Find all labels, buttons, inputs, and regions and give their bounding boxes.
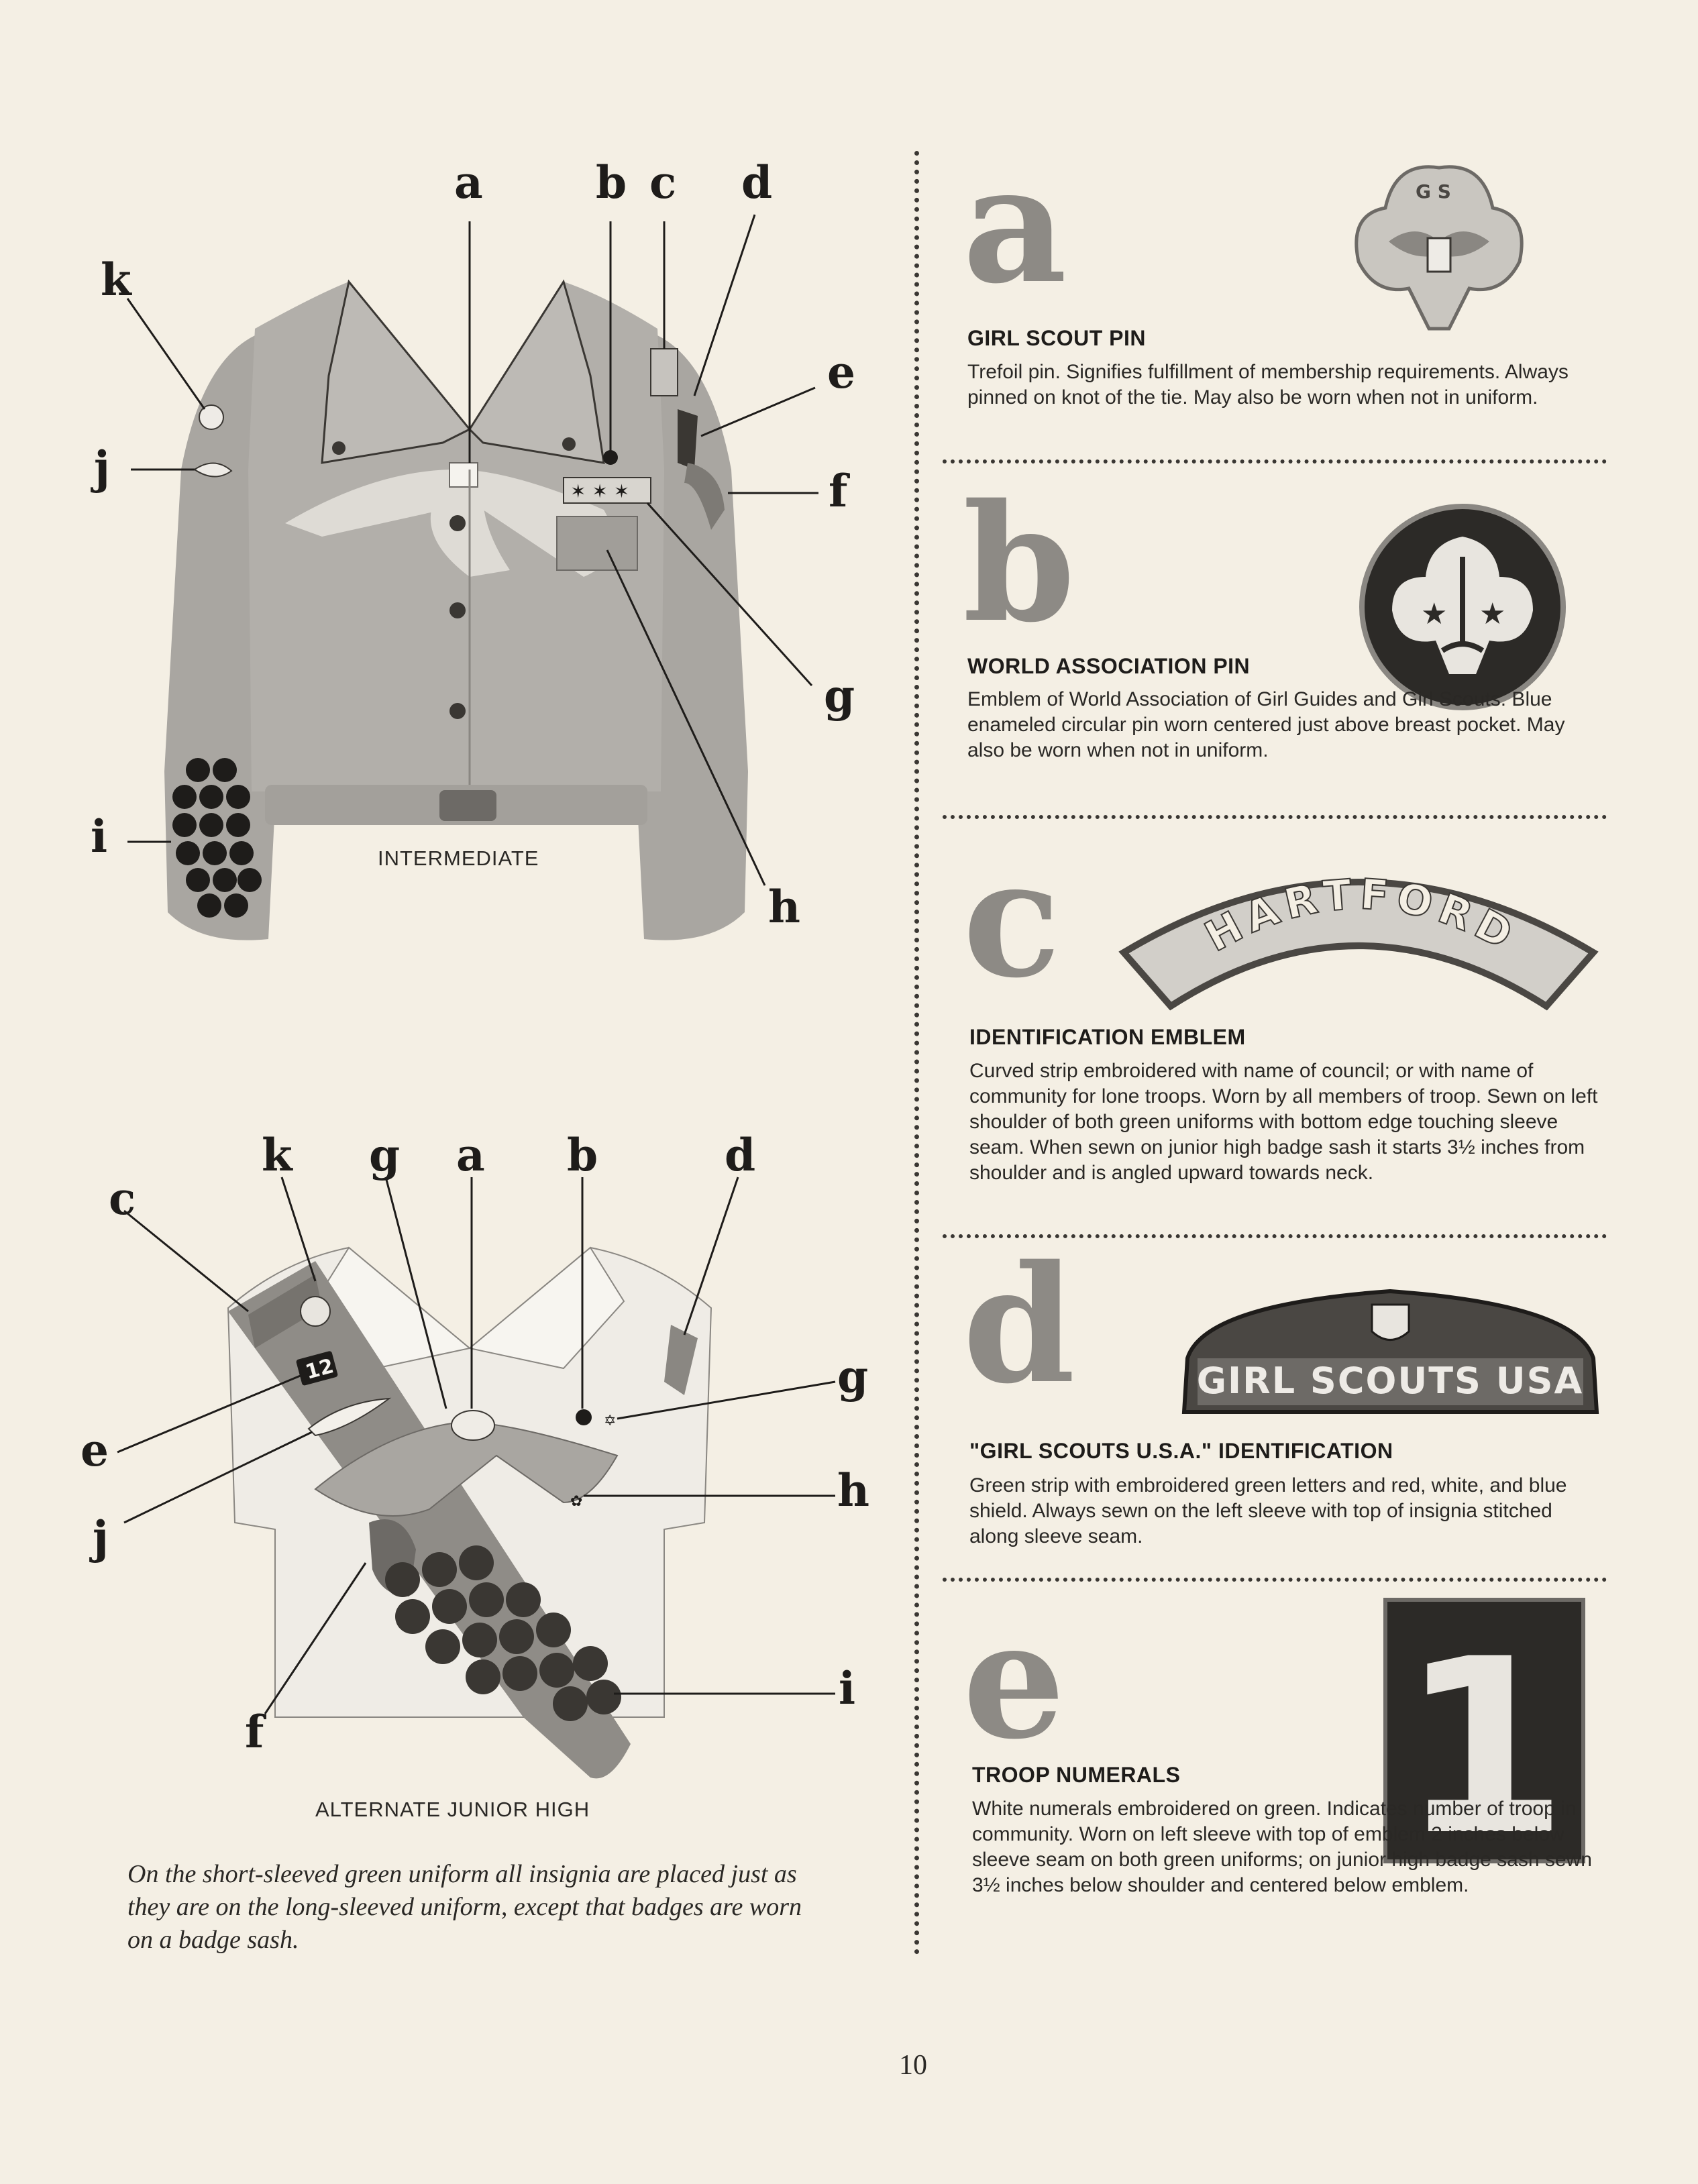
caption-intermediate: INTERMEDIATE: [378, 847, 539, 870]
numeral-one: 1: [1400, 1607, 1569, 1865]
callout-f-top: f: [829, 465, 850, 517]
section-divider-1: [943, 459, 1607, 463]
callout-g-bottom-right: g: [837, 1350, 868, 1403]
callout-b-bottom: b: [567, 1129, 598, 1181]
callout-a-bottom: a: [456, 1129, 485, 1181]
callout-f-bottom: f: [245, 1706, 266, 1758]
callout-a-top: a: [454, 156, 483, 209]
page-number: 10: [899, 2050, 927, 2081]
svg-text:★: ★: [1421, 597, 1447, 631]
callout-c-top: c: [649, 156, 676, 209]
callout-k-bottom: k: [262, 1129, 293, 1181]
callout-g-bottom-left: g: [369, 1129, 400, 1181]
callout-d-top: d: [741, 156, 772, 209]
section-b-title: WORLD ASSOCIATION PIN: [967, 654, 1251, 678]
svg-text:✶ ✶ ✶: ✶ ✶ ✶: [570, 480, 629, 502]
intermediate-uniform-illustration: ✶ ✶ ✶ a: [91, 156, 855, 940]
callout-d-bottom: d: [725, 1129, 755, 1181]
strip-text: GIRL SCOUTS USA: [1197, 1360, 1584, 1402]
column-divider: [914, 151, 919, 1955]
section-d-title: "GIRL SCOUTS U.S.A." IDENTIFICATION: [969, 1439, 1393, 1463]
section-a-body: Trefoil pin. Signifies fulfillment of me…: [967, 361, 1569, 408]
identification-emblem-image: HARTFORD: [1118, 869, 1599, 1011]
svg-text:✿: ✿: [570, 1493, 582, 1510]
girl-scouts-usa-strip-image: GIRL SCOUTS USA: [1181, 1289, 1599, 1414]
svg-text:✡: ✡: [604, 1413, 616, 1429]
callout-e-top: e: [827, 346, 855, 398]
callout-j-bottom: j: [89, 1511, 109, 1564]
callout-g-top: g: [824, 669, 855, 722]
section-a-letter: a: [963, 130, 1067, 319]
uniform-note: On the short-sleeved green uniform all i…: [127, 1860, 802, 1954]
callout-k-top: k: [101, 254, 132, 306]
callout-j-top: j: [91, 441, 110, 494]
section-divider-4: [943, 1578, 1607, 1582]
caption-junior-high: ALTERNATE JUNIOR HIGH: [315, 1798, 590, 1821]
callout-i-bottom: i: [839, 1662, 855, 1714]
callout-e-bottom: e: [81, 1424, 109, 1476]
junior-high-uniform-illustration: 12 ✡ ✿: [81, 1129, 869, 1779]
section-d-body: Green strip with embroidered green lette…: [969, 1474, 1567, 1547]
girl-scout-pin-image: G S: [1355, 165, 1524, 331]
section-e-title: TROOP NUMERALS: [972, 1763, 1181, 1787]
world-association-pin-image: ★ ★: [1359, 504, 1566, 710]
pin-emblem-text: G S: [1416, 180, 1451, 203]
callout-b-top: b: [596, 156, 627, 209]
section-e-letter: e: [963, 1586, 1065, 1775]
section-c-letter: c: [963, 824, 1061, 1014]
callout-i-top: i: [91, 810, 107, 863]
callout-h-top: h: [768, 881, 800, 933]
uniform-illustrations: ✶ ✶ ✶ a: [81, 156, 869, 1779]
section-divider-3: [943, 1234, 1607, 1238]
callout-h-bottom: h: [837, 1464, 869, 1517]
svg-text:★: ★: [1479, 597, 1505, 631]
troop-numeral-image: 1: [1383, 1598, 1585, 1865]
callout-c-bottom: c: [109, 1172, 136, 1225]
section-c-body: Curved strip embroidered with name of co…: [969, 1060, 1598, 1184]
section-b-body: Emblem of World Association of Girl Guid…: [967, 688, 1565, 761]
section-e-body: White numerals embroidered on green. Ind…: [972, 1798, 1592, 1896]
section-b-letter: b: [963, 469, 1075, 658]
section-divider-2: [943, 815, 1607, 819]
section-d-letter: d: [963, 1230, 1075, 1419]
section-c-title: IDENTIFICATION EMBLEM: [969, 1025, 1246, 1049]
section-a-title: GIRL SCOUT PIN: [967, 326, 1146, 350]
